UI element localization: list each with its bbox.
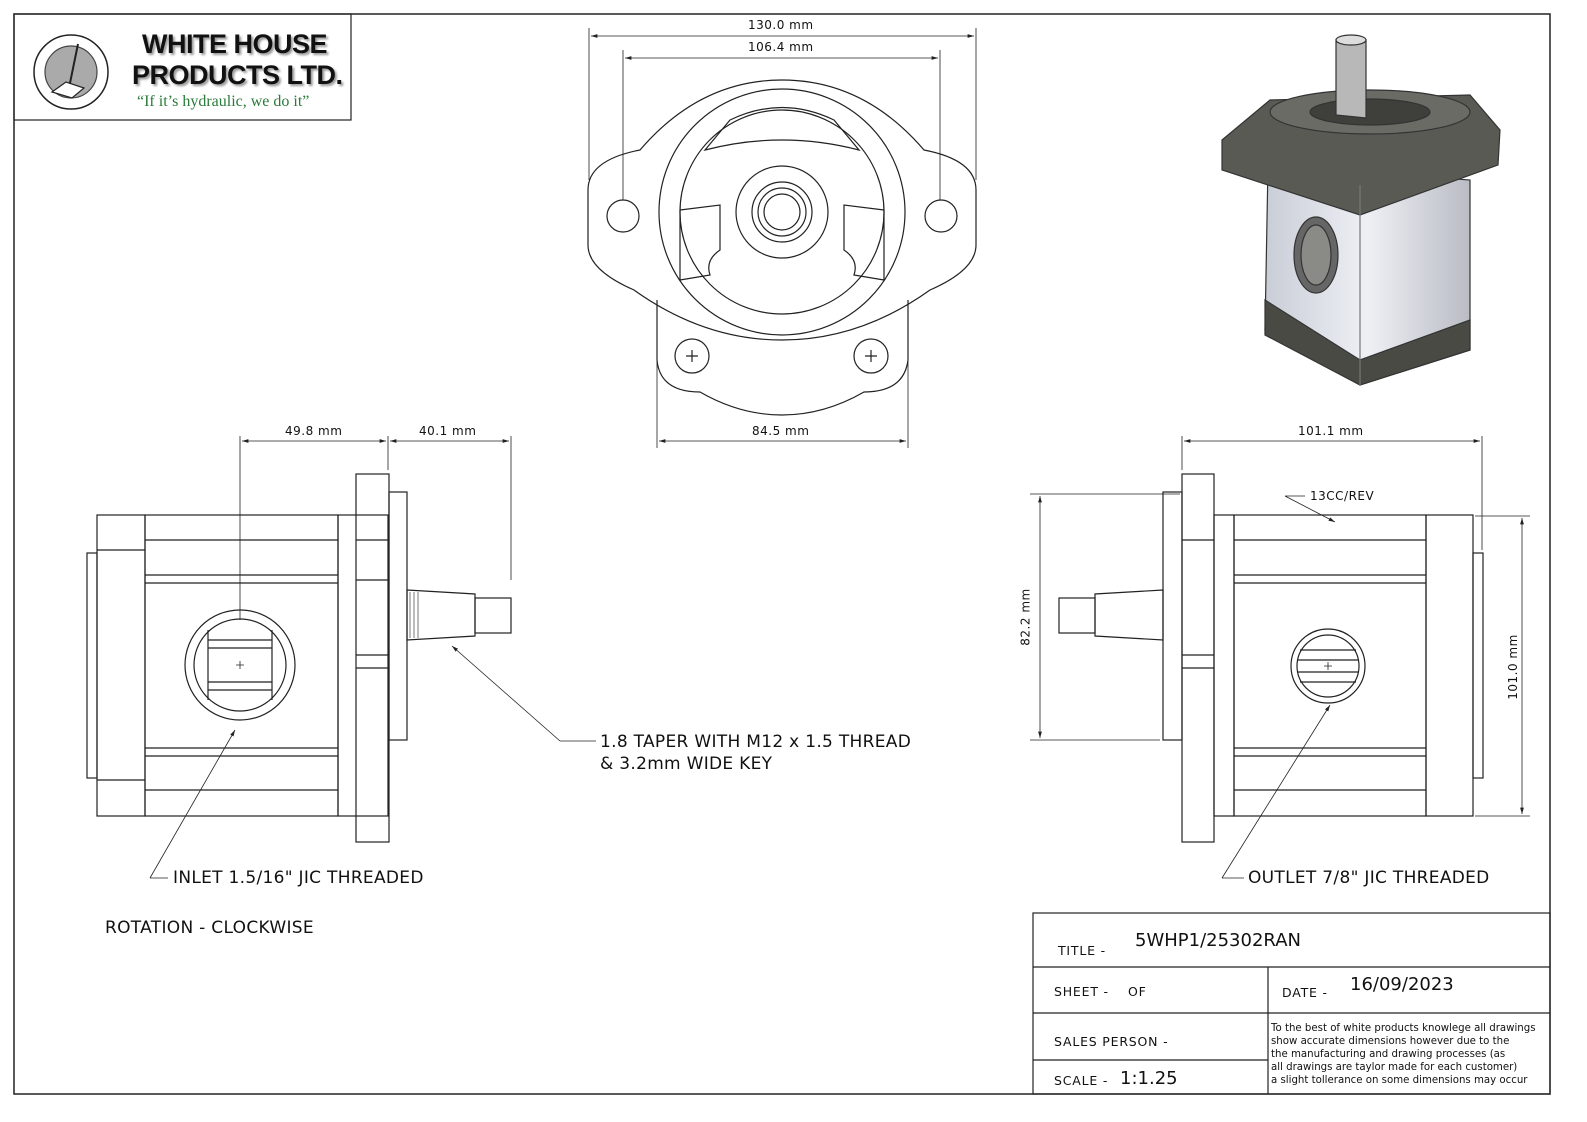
dim-shaft-length: 40.1 mm [419, 424, 477, 438]
pump-3d-render [1221, 34, 1501, 386]
logo-box [13, 13, 352, 121]
title-value: 5WHP1/25302RAN [1135, 930, 1301, 951]
sheet-label: SHEET - OF [1054, 984, 1147, 999]
front-view [587, 28, 977, 448]
note-taper-line2: & 3.2mm WIDE KEY [600, 754, 773, 774]
logo-line1: WHITE HOUSE [142, 29, 328, 59]
dim-bolt-spacing: 106.4 mm [748, 40, 814, 54]
dim-flange-height: 82.2 mm [1018, 588, 1033, 646]
scale-value: 1:1.25 [1120, 1068, 1178, 1089]
logo-seal [33, 34, 109, 110]
disclaimer-text: To the best of white products knowlege a… [1271, 1023, 1536, 1086]
date-label: DATE - [1282, 985, 1328, 1000]
logo-line2: PRODUCTS LTD. [132, 60, 343, 90]
note-taper-line1: 1.8 TAPER WITH M12 x 1.5 THREAD [600, 732, 912, 752]
note-displacement: 13CC/REV [1310, 489, 1375, 503]
sheet-border [13, 13, 1551, 1095]
right-side-view [1030, 436, 1530, 879]
left-side-view [86, 436, 596, 879]
dim-shaft-to-port: 49.8 mm [285, 424, 343, 438]
dim-side-length: 101.1 mm [1298, 424, 1364, 438]
dim-overall-width: 130.0 mm [748, 18, 814, 32]
logo-tagline: “If it’s hydraulic, we do it” [137, 93, 310, 110]
sales-person-label: SALES PERSON - [1054, 1034, 1169, 1049]
note-inlet: INLET 1.5/16" JIC THREADED [173, 868, 424, 888]
note-outlet: OUTLET 7/8" JIC THREADED [1248, 868, 1490, 888]
dim-body-height: 101.0 mm [1505, 634, 1520, 700]
dim-body-width: 84.5 mm [752, 424, 810, 438]
title-block [1032, 912, 1551, 1095]
note-rotation: ROTATION - CLOCKWISE [105, 918, 314, 938]
title-label: TITLE - [1058, 943, 1106, 958]
scale-label: SCALE - [1054, 1073, 1109, 1088]
date-value: 16/09/2023 [1350, 974, 1454, 995]
